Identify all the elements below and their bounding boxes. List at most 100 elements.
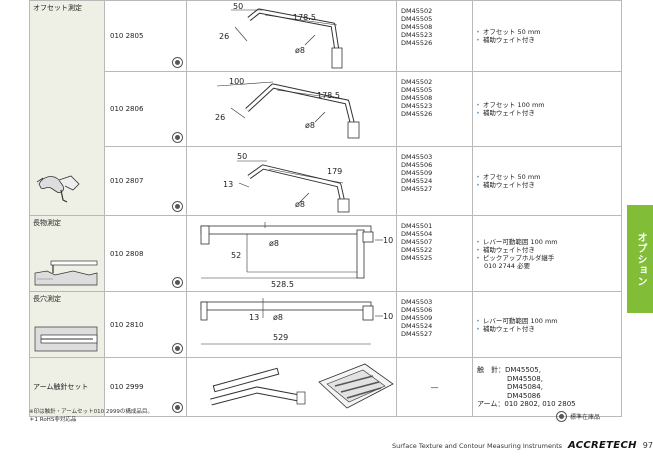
dim-length: 179 xyxy=(327,167,342,176)
offset-stylus-illustration xyxy=(36,175,80,203)
product-code: 010 2805 xyxy=(110,32,144,40)
model-number: DM45522 xyxy=(401,246,433,254)
model-number: DM45508 xyxy=(401,23,433,31)
section-tab: オプション xyxy=(627,205,653,313)
dim-height: 13 xyxy=(223,180,233,189)
spec-item: • 補助ウェイト付き xyxy=(476,109,535,117)
product-code: 010 2999 xyxy=(110,383,144,391)
product-code-cell: 010 2807 xyxy=(104,146,187,216)
model-number: DM45502 xyxy=(401,78,433,86)
dim-length: 528.5 xyxy=(271,280,294,289)
dim-height: 26 xyxy=(219,32,229,41)
option-catalog-table: オフセット測定 010 2805 50 178.5 xyxy=(29,0,622,417)
dim-diameter: ø8 xyxy=(305,121,315,130)
stylus-drawing: 50 179 13 ø8 xyxy=(223,152,350,213)
dim-height: 52 xyxy=(231,251,241,260)
stylus-models: DM45501 DM45504 DM45507 DM45522 DM45525 xyxy=(396,215,473,292)
stock-icon xyxy=(172,343,183,354)
dim-length: 178.5 xyxy=(317,91,340,100)
spec-cell: • オフセット 50 mm • 補助ウェイト付き xyxy=(472,0,622,72)
no-model: — xyxy=(430,382,439,392)
model-number: DM45507 xyxy=(401,238,433,246)
long-measure-illustration xyxy=(34,260,98,286)
dim-height: 13 xyxy=(249,313,259,322)
category-arm: アーム触針セット xyxy=(29,357,105,417)
stylus-drawing: ø8 52 528.5 10 xyxy=(200,222,393,289)
stylus-models: DM45503 DM45506 DM45509 DM45524 DM45527 xyxy=(396,146,473,216)
model-number: DM45509 xyxy=(401,314,433,322)
stylus-drawing: 13 ø8 529 10 xyxy=(200,298,393,345)
model-number: DM45505 xyxy=(401,86,433,94)
tip-value: DM45084, xyxy=(507,383,543,391)
stylus-drawing: 50 178.5 26 ø8 xyxy=(219,2,343,69)
arm-set-drawing xyxy=(210,363,394,409)
stylus-models: DM45503 DM45506 DM45509 DM45524 DM45527 xyxy=(396,291,473,358)
stock-icon xyxy=(172,402,183,413)
spec-item: • ピックアップホルダ継手 xyxy=(476,253,555,262)
drawing-cell: 13 ø8 529 10 xyxy=(186,291,397,358)
long-hole-illustration xyxy=(34,326,98,352)
model-number: DM45506 xyxy=(401,161,433,169)
brand-logo: ACCRETECH xyxy=(568,440,637,451)
spec-item: • 補助ウェイト付き xyxy=(476,324,535,333)
footnote: ※印は触針・アームセット010 2999の構成品目。 xyxy=(29,409,153,415)
spec-item: 010 2744 必要 xyxy=(484,261,531,270)
dim-diameter: ø8 xyxy=(273,313,283,322)
product-code-cell: 010 2806 xyxy=(104,71,187,147)
stylus-models: DM45502 DM45505 DM45508 DM45523 DM45526 xyxy=(396,0,473,72)
stock-icon xyxy=(172,201,183,212)
stock-legend: 標準在庫品 xyxy=(556,411,600,422)
spec-item: • レバー可動範囲 100 mm xyxy=(476,237,558,246)
table-row: 長物測定 010 2808 ø8 xyxy=(29,215,622,292)
set-contents-cell: 触 針：DM45505, DM45508, DM45084, DM45086 ア… xyxy=(472,357,622,417)
spec-cell: • レバー可動範囲 100 mm • 補助ウェイト付き • ピックアップホルダ継… xyxy=(472,215,622,292)
stock-icon xyxy=(172,132,183,143)
product-code-cell: 010 2808 xyxy=(104,215,187,292)
model-number: DM45503 xyxy=(401,298,433,306)
category-label: 長穴測定 xyxy=(33,295,61,303)
spec-item: • レバー可動範囲 100 mm xyxy=(476,316,558,325)
model-number: DM45527 xyxy=(401,330,433,338)
spec-item: • オフセット 50 mm xyxy=(476,173,541,181)
dim-offset: 50 xyxy=(237,152,247,161)
stock-icon xyxy=(172,57,183,68)
stock-icon xyxy=(556,411,567,422)
spec-cell: • オフセット 100 mm • 補助ウェイト付き xyxy=(472,71,622,147)
model-number: DM45526 xyxy=(401,39,433,47)
dim-height: 26 xyxy=(215,113,225,122)
stylus-models: — xyxy=(396,357,473,417)
category-longhole: 長穴測定 xyxy=(29,291,105,358)
model-number: DM45508 xyxy=(401,94,433,102)
drawing-cell: 100 178.5 26 ø8 xyxy=(186,71,397,147)
model-number: DM45527 xyxy=(401,185,433,193)
model-number: DM45523 xyxy=(401,31,433,39)
dim-diameter: ø8 xyxy=(269,239,279,248)
dim-length: 529 xyxy=(273,333,288,342)
model-number: DM45525 xyxy=(401,254,433,262)
model-number: DM45505 xyxy=(401,15,433,23)
category-label: オフセット測定 xyxy=(33,4,82,12)
drawing-cell: 50 178.5 26 ø8 xyxy=(186,0,397,72)
dim-thickness: 10 xyxy=(383,236,393,245)
product-code: 010 2808 xyxy=(110,249,144,258)
model-number: DM45524 xyxy=(401,322,433,330)
page-number: 97 xyxy=(642,441,653,450)
dim-thickness: 10 xyxy=(383,312,393,321)
spec-item: • 補助ウェイト付き xyxy=(476,181,535,189)
product-code: 010 2806 xyxy=(110,105,144,113)
drawing-cell xyxy=(186,357,397,417)
model-number: DM45526 xyxy=(401,110,433,118)
product-code-cell: 010 2805 xyxy=(104,0,187,72)
spec-cell: • オフセット 50 mm • 補助ウェイト付き xyxy=(472,146,622,216)
model-number: DM45501 xyxy=(401,222,433,230)
model-number: DM45506 xyxy=(401,306,433,314)
table-row: 長穴測定 010 2810 13 ø8 529 10 xyxy=(29,291,622,358)
model-number: DM45509 xyxy=(401,169,433,177)
product-code: 010 2807 xyxy=(110,177,144,185)
product-code: 010 2810 xyxy=(110,320,144,329)
stylus-drawing: 100 178.5 26 ø8 xyxy=(215,77,360,139)
spec-item: • オフセット 50 mm xyxy=(476,28,541,36)
dim-diameter: ø8 xyxy=(295,200,305,209)
model-number: DM45503 xyxy=(401,153,433,161)
model-number: DM45523 xyxy=(401,102,433,110)
